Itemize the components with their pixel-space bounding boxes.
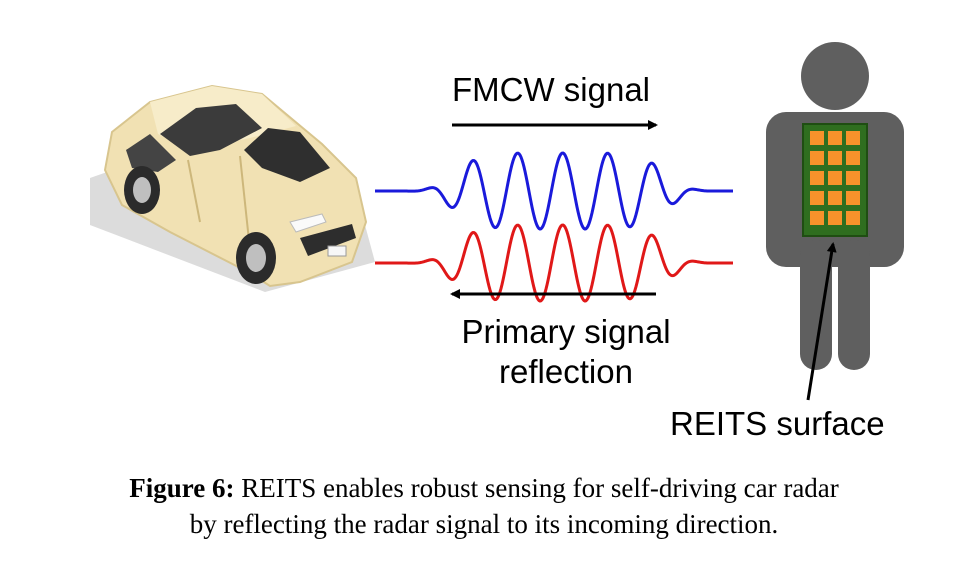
caption-line2: by reflecting the radar signal to its in… — [189, 509, 779, 539]
surface-cell — [846, 211, 860, 225]
primary-reflection-label: Primary signal reflection — [436, 312, 696, 391]
surface-cell — [846, 131, 860, 145]
reits-surface-board — [802, 123, 868, 237]
surface-pointer-arrow — [806, 242, 837, 401]
caption-line1: Figure 6: REITS enables robust sensing f… — [0, 470, 968, 506]
surface-cell — [846, 151, 860, 165]
primary-reflection-line2: reflection — [499, 352, 633, 390]
figure-caption: Figure 6: REITS enables robust sensing f… — [0, 470, 968, 542]
surface-cell — [828, 191, 842, 205]
surface-cell — [846, 191, 860, 205]
surface-cell — [828, 151, 842, 165]
surface-cell — [810, 151, 824, 165]
surface-cell — [828, 131, 842, 145]
surface-cell — [810, 191, 824, 205]
surface-cell — [810, 211, 824, 225]
reits-diagram — [90, 42, 904, 401]
surface-cell — [828, 171, 842, 185]
reflected-wave — [375, 223, 733, 303]
caption-prefix: Figure 6: — [129, 473, 235, 503]
primary-reflection-line1: Primary signal — [461, 313, 671, 350]
reits-surface-label: REITS surface — [670, 405, 885, 442]
surface-cell — [810, 171, 824, 185]
fmcw-wave — [375, 151, 733, 231]
sedan-car-icon — [90, 84, 375, 292]
surface-cell — [828, 211, 842, 225]
surface-cell — [846, 171, 860, 185]
surface-cell — [810, 131, 824, 145]
fmcw-signal-label: FMCW signal — [452, 71, 651, 108]
caption-text1: REITS enables robust sensing for self-dr… — [234, 473, 839, 503]
